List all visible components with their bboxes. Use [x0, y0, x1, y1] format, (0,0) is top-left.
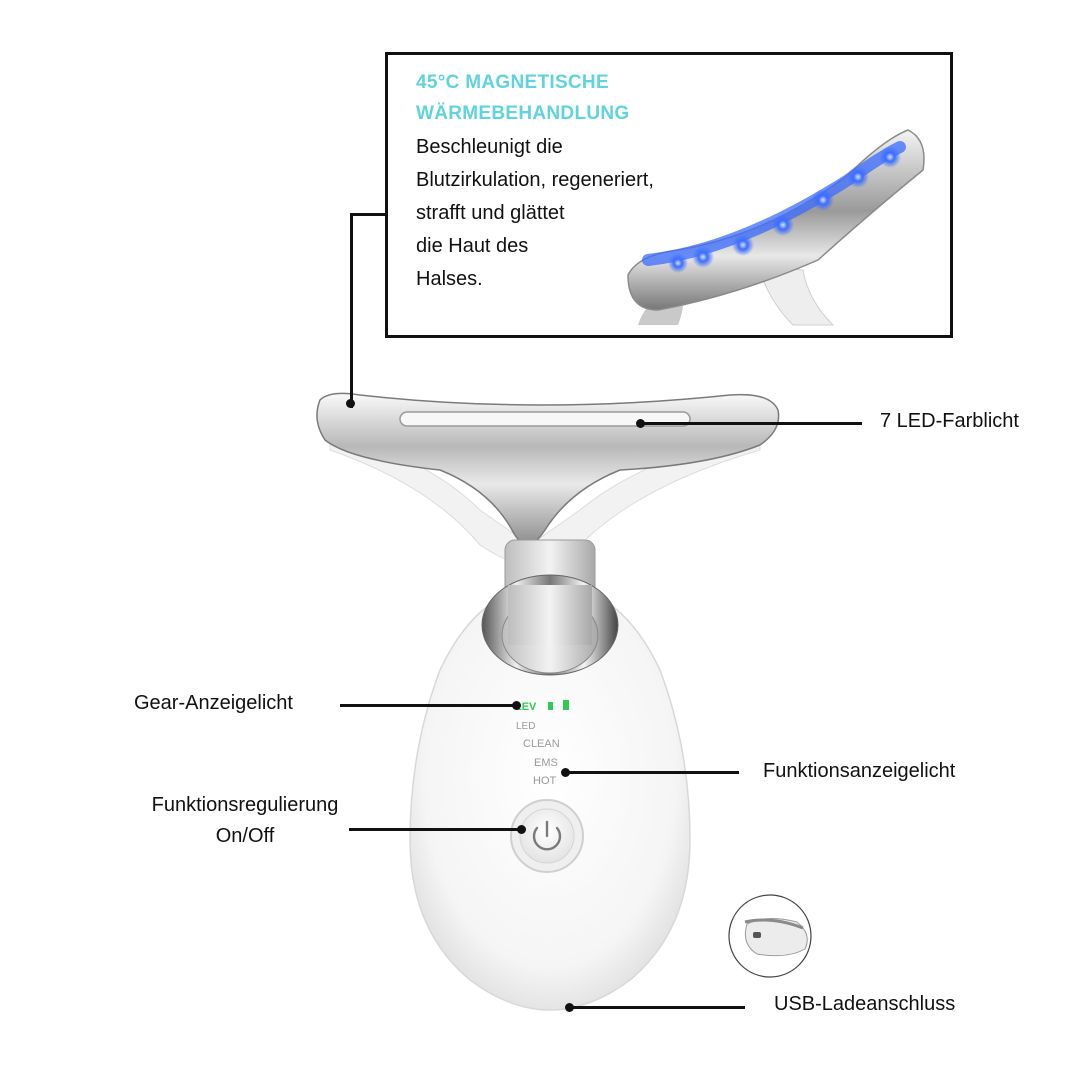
callout-leader-dot — [346, 399, 355, 408]
callout-leader-horizontal — [350, 213, 386, 216]
callout-title-line-2: WÄRMEBEHANDLUNG — [416, 103, 630, 124]
power-leader-line — [349, 828, 521, 831]
function-regulation-line-1: Funktionsregulierung — [151, 794, 339, 816]
callout-text-line: die Haut des — [416, 235, 529, 257]
function-indicator-leader-dot — [561, 768, 570, 777]
device-head-closeup-image — [627, 129, 925, 326]
callout-title-line-1: 45°C MAGNETISCHE — [416, 72, 609, 93]
usb-port-icon — [753, 932, 761, 938]
mode-clean: CLEAN — [523, 738, 560, 750]
level-bar-icon — [548, 702, 553, 710]
callout-description: Beschleunigt die Blutzirkulation, regene… — [416, 131, 716, 296]
usb-port-closeup — [728, 894, 812, 978]
callout-title: 45°C MAGNETISCHE WÄRMEBEHANDLUNG — [416, 67, 696, 129]
power-leader-dot — [517, 825, 526, 834]
callout-box: 45°C MAGNETISCHE WÄRMEBEHANDLUNG Beschle… — [385, 52, 953, 338]
level-bar-icon — [563, 700, 569, 710]
callout-text-line: Beschleunigt die — [416, 136, 563, 158]
callout-leader-vertical — [350, 213, 353, 408]
power-button[interactable] — [510, 799, 584, 873]
function-indicator-label: Funktionsanzeigelicht — [763, 760, 956, 782]
gear-leader-dot — [512, 701, 521, 710]
led-color-light-label: 7 LED-Farblicht — [880, 410, 1019, 432]
usb-charging-port-label: USB-Ladeanschluss — [774, 993, 956, 1015]
usb-leader-dot — [565, 1003, 574, 1012]
led-strip — [399, 411, 691, 427]
mode-hot: HOT — [533, 775, 557, 787]
power-icon — [532, 820, 562, 851]
gear-leader-line — [340, 704, 517, 707]
led-leader-line — [640, 422, 862, 425]
callout-text-line: Halses. — [416, 268, 483, 290]
mode-ems: EMS — [534, 757, 558, 769]
led-leader-dot — [636, 419, 645, 428]
gear-indicator-label: Gear-Anzeigelicht — [134, 692, 293, 714]
usb-leader-line — [569, 1006, 745, 1009]
device-illustration: LEV LED CLEAN EMS HOT — [316, 392, 780, 1011]
callout-text-line: strafft und glättet — [416, 202, 565, 224]
function-regulation-line-2: On/Off — [215, 825, 275, 847]
function-regulation-label: Funktionsregulierung On/Off — [130, 790, 360, 852]
mode-led: LED — [516, 721, 535, 732]
callout-text-line: Blutzirkulation, regeneriert, — [416, 169, 654, 191]
function-indicator-leader-line — [565, 771, 739, 774]
